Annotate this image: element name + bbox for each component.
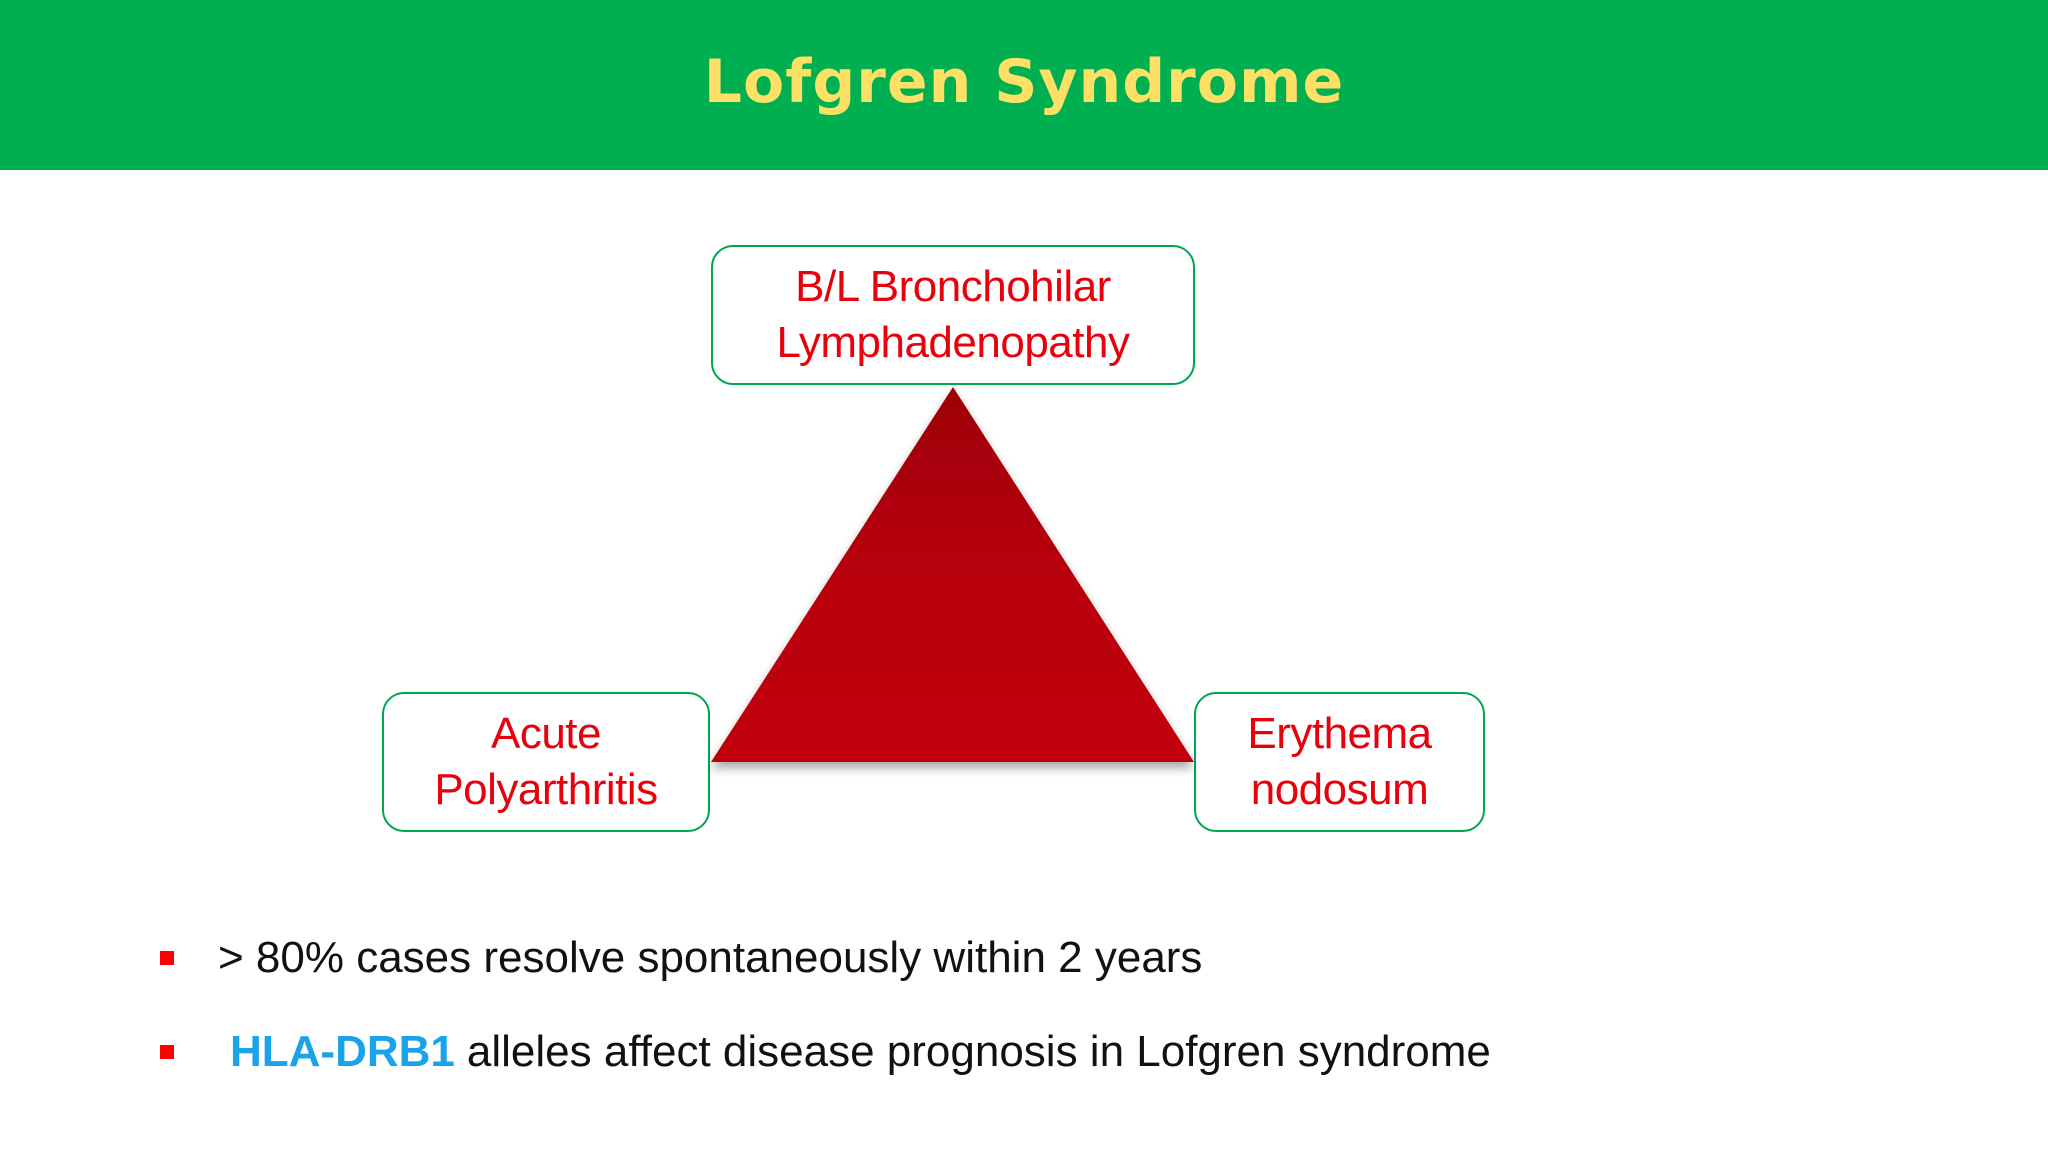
- node-acute-polyarthritis: Acute Polyarthritis: [382, 692, 710, 832]
- node-top-line1: B/L Bronchohilar: [795, 262, 1111, 311]
- node-top-line2: Lymphadenopathy: [776, 318, 1130, 367]
- slide-title: Lofgren Syndrome: [703, 47, 1345, 117]
- square-bullet-icon: [160, 1045, 174, 1059]
- triad-triangle: [711, 387, 1194, 762]
- node-right-line2: nodosum: [1250, 765, 1429, 814]
- node-erythema-nodosum: Erythema nodosum: [1194, 692, 1485, 832]
- node-right-line1: Erythema: [1247, 709, 1432, 758]
- node-bronchohilar-lymphadenopathy: B/L Bronchohilar Lymphadenopathy: [711, 245, 1195, 385]
- bullet-highlight-term: HLA-DRB1: [230, 1027, 455, 1076]
- bullet-item: > 80% cases resolve spontaneously within…: [160, 928, 1202, 988]
- bullet-text: > 80% cases resolve spontaneously within…: [218, 933, 1203, 982]
- square-bullet-icon: [160, 951, 174, 965]
- node-left-line1: Acute: [490, 709, 602, 758]
- bullet-item: HLA-DRB1 alleles affect disease prognosi…: [160, 1022, 1491, 1082]
- header-bar: [0, 0, 2048, 170]
- bullet-text: alleles affect disease prognosis in Lofg…: [466, 1027, 1491, 1076]
- node-left-line2: Polyarthritis: [434, 765, 658, 814]
